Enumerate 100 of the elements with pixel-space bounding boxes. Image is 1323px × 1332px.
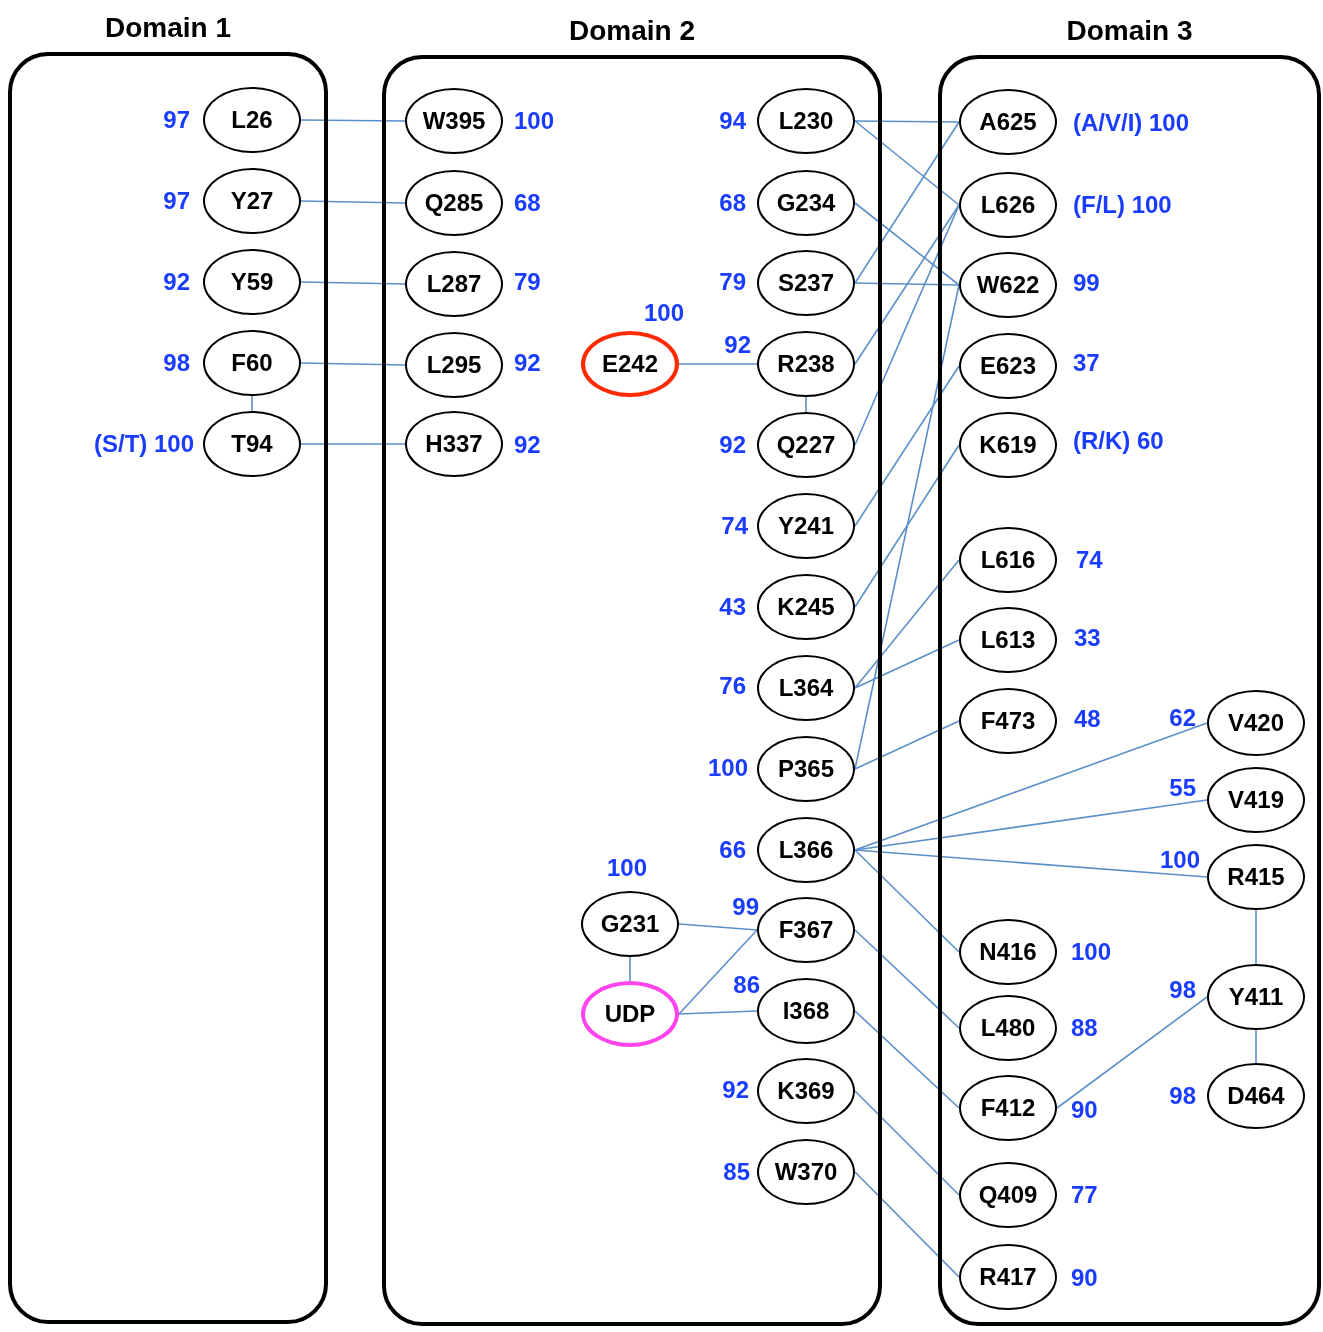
- connector-line: [854, 282, 960, 286]
- score-label: 74: [1076, 546, 1103, 574]
- score-label: 85: [723, 1158, 750, 1186]
- connector-line: [678, 363, 758, 365]
- residue-node: F367: [757, 897, 855, 963]
- residue-node: W395: [405, 88, 503, 154]
- score-label: 100: [514, 107, 555, 135]
- connector-line: [805, 396, 807, 413]
- residue-node: N416: [959, 919, 1057, 985]
- connector-line: [854, 121, 960, 284]
- connector-line: [300, 200, 406, 204]
- residue-node: L26: [203, 87, 301, 153]
- residue-node: R417: [959, 1244, 1057, 1310]
- connector-line: [854, 929, 960, 1029]
- residue-node: V420: [1207, 690, 1305, 756]
- residue-node: G231: [581, 891, 679, 957]
- score-label: 99: [732, 893, 759, 921]
- score-label: 37: [1073, 349, 1100, 377]
- residue-node: D464: [1207, 1063, 1305, 1129]
- score-label: 74: [721, 512, 748, 540]
- connector-line: [854, 720, 960, 770]
- residue-node: L295: [405, 332, 503, 398]
- score-label: 90: [1071, 1096, 1098, 1124]
- score-label: 98: [163, 349, 190, 377]
- score-label: (A/V/I) 100: [1073, 109, 1190, 137]
- connector-line: [854, 365, 960, 527]
- score-label: 68: [719, 189, 746, 217]
- residue-node: Y411: [1207, 964, 1305, 1030]
- score-label: 100: [1071, 938, 1112, 966]
- connector-line: [854, 284, 960, 770]
- score-label: (S/T) 100: [93, 430, 194, 458]
- residue-node: R238: [757, 331, 855, 397]
- residue-node: A625: [959, 89, 1057, 155]
- score-label: 88: [1071, 1014, 1098, 1042]
- score-label: 79: [514, 268, 541, 296]
- score-label: 55: [1169, 774, 1196, 802]
- score-label: 94: [719, 107, 746, 135]
- residue-node: V419: [1207, 767, 1305, 833]
- score-label: 99: [1073, 269, 1100, 297]
- domain-title: Domain 3: [1065, 15, 1194, 47]
- residue-node: Q227: [757, 412, 855, 478]
- connector-line: [854, 1010, 960, 1109]
- connector-line: [854, 559, 960, 689]
- score-label: 77: [1071, 1181, 1098, 1209]
- residue-node: L230: [757, 88, 855, 154]
- connector-line: [854, 1171, 960, 1278]
- residue-node: R415: [1207, 844, 1305, 910]
- residue-node: Y59: [203, 249, 301, 315]
- score-label: 100: [1159, 846, 1200, 874]
- residue-node: L613: [959, 607, 1057, 673]
- connector-line: [678, 929, 758, 1015]
- score-label: 92: [719, 431, 746, 459]
- score-label: 43: [719, 593, 746, 621]
- residue-node: P365: [757, 736, 855, 802]
- residue-node: K245: [757, 574, 855, 640]
- residue-node: L366: [757, 817, 855, 883]
- residue-node: G234: [757, 170, 855, 236]
- connector-line: [300, 119, 406, 122]
- score-label: 86: [733, 971, 760, 999]
- score-label: 100: [607, 854, 647, 882]
- score-label: 90: [1071, 1264, 1098, 1292]
- score-label: 97: [163, 187, 190, 215]
- residue-node: H337: [405, 411, 503, 477]
- residue-node: Q409: [959, 1162, 1057, 1228]
- residue-node: T94: [203, 411, 301, 477]
- connector-line: [854, 202, 960, 286]
- score-label: 48: [1074, 705, 1101, 733]
- score-label: 92: [514, 431, 541, 459]
- score-label: 98: [1169, 976, 1196, 1004]
- score-label: 98: [1169, 1082, 1196, 1110]
- connector-line: [1255, 1029, 1257, 1064]
- connector-line: [854, 849, 960, 953]
- domain-title: Domain 1: [104, 12, 232, 44]
- connector-line: [854, 1090, 960, 1196]
- connector-line: [854, 204, 960, 365]
- score-label: 66: [719, 836, 746, 864]
- score-label: (F/L) 100: [1073, 191, 1172, 219]
- residue-node: L626: [959, 172, 1057, 238]
- connector-line: [629, 956, 631, 982]
- residue-node: L480: [959, 995, 1057, 1061]
- domain-title: Domain 2: [568, 15, 696, 47]
- score-label: 76: [719, 672, 746, 700]
- connector-line: [854, 639, 960, 689]
- residue-node: F473: [959, 688, 1057, 754]
- residue-node: Q285: [405, 170, 503, 236]
- score-label: (R/K) 60: [1073, 427, 1164, 455]
- score-label: 100: [644, 299, 684, 327]
- connector-line: [300, 362, 406, 366]
- connector-line: [854, 120, 960, 206]
- residue-node: Y27: [203, 168, 301, 234]
- score-label: 68: [514, 189, 541, 217]
- residue-node: E623: [959, 333, 1057, 399]
- residue-node: L287: [405, 251, 503, 317]
- connector-line: [300, 443, 406, 445]
- connector-line: [854, 722, 1208, 851]
- residue-node: W370: [757, 1139, 855, 1205]
- connector-line: [854, 120, 960, 123]
- connector-line: [300, 281, 406, 285]
- score-label: 92: [163, 268, 190, 296]
- residue-node: L364: [757, 655, 855, 721]
